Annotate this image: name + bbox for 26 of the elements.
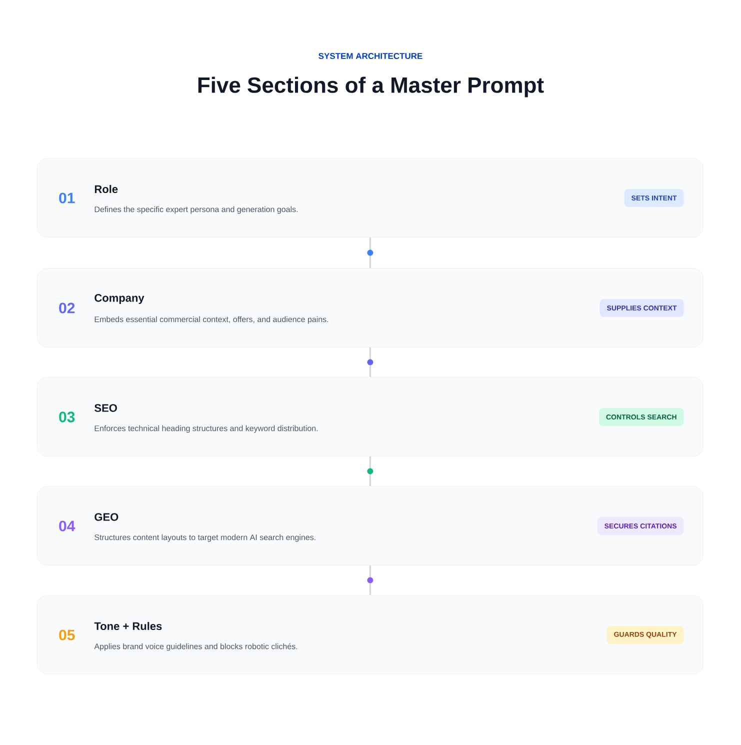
connector-line xyxy=(367,565,374,595)
section-title: Company xyxy=(94,294,144,304)
section-description: Structures content layouts to target modern AI search engines. xyxy=(94,534,316,542)
section-title: Role xyxy=(94,184,118,194)
section-title: Tone + Rules xyxy=(94,622,162,630)
title: Five Sections of a Master Prompt xyxy=(198,76,544,98)
section-description: Enforces technical heading structures and keyword distribution. xyxy=(94,425,318,433)
connector-line xyxy=(367,347,374,377)
section-title: SEO xyxy=(94,404,117,412)
section-card xyxy=(37,377,704,456)
section-kicker: SYSTEM ARCHITECTURE xyxy=(318,53,422,60)
section-card xyxy=(37,595,704,674)
section-number: 01 xyxy=(59,192,75,204)
section-description: Defines the specific expert persona and generation goals. xyxy=(94,206,298,214)
section-card xyxy=(37,268,704,348)
section-card xyxy=(37,486,704,566)
section-number: 03 xyxy=(59,412,75,422)
section-description: Applies brand voice guidelines and blocks robotic clichés. xyxy=(94,643,298,651)
section-description: Embeds essential commercial context, offers, and audience pains. xyxy=(94,316,328,324)
section-number: 02 xyxy=(59,302,75,314)
section-card xyxy=(37,158,704,238)
connector-line xyxy=(367,456,374,486)
connector-line xyxy=(367,237,374,268)
section-number: 04 xyxy=(59,520,76,532)
section-title: GEO xyxy=(94,513,118,521)
section-number: 05 xyxy=(59,630,75,640)
